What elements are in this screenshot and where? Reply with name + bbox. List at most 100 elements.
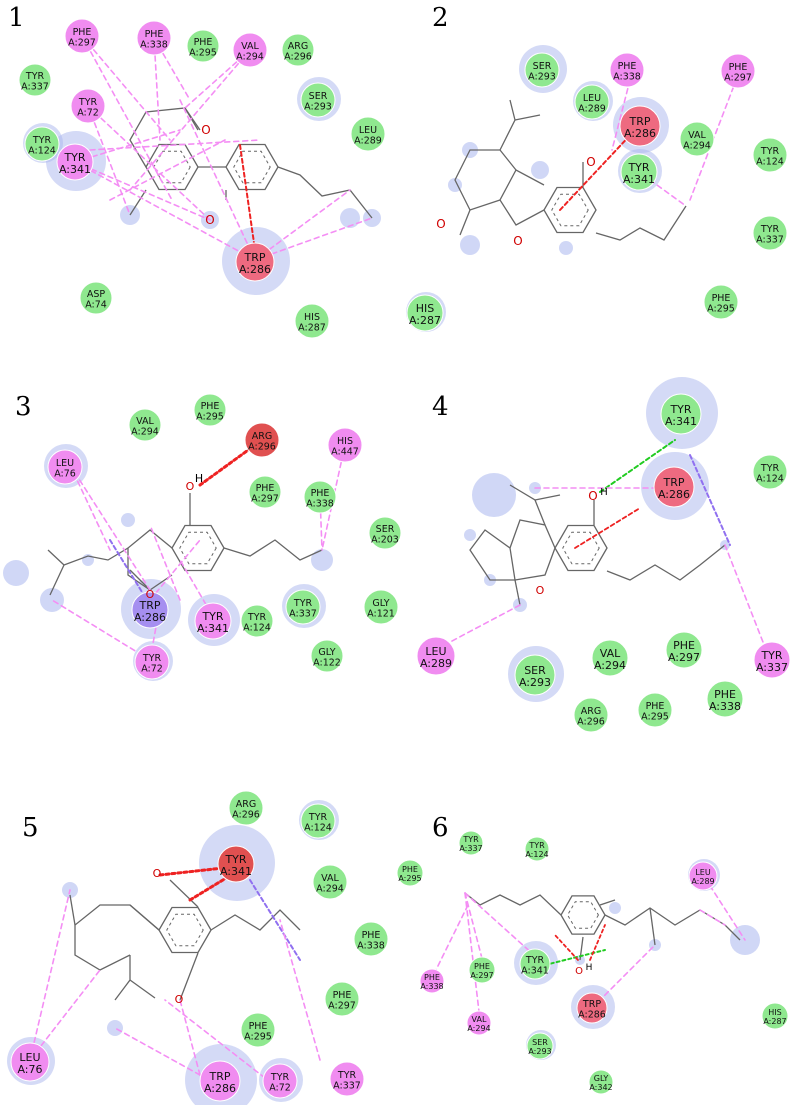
residue-number: A:76 bbox=[17, 1063, 42, 1076]
residue-disc bbox=[294, 303, 330, 339]
residue-name: TRP bbox=[582, 999, 601, 1010]
interaction-line bbox=[431, 904, 469, 979]
residue-number: A:337 bbox=[333, 1081, 361, 1092]
residue-disc bbox=[458, 830, 484, 856]
residue-number: A:337 bbox=[756, 235, 784, 246]
residue-name: TYR bbox=[270, 1072, 290, 1083]
residue-name: TRP bbox=[629, 115, 651, 128]
interaction-line bbox=[179, 99, 256, 261]
residue-name: TYR bbox=[63, 151, 85, 164]
residue-disc bbox=[688, 861, 718, 891]
residue-number: A:338 bbox=[420, 982, 443, 991]
ligand-bond bbox=[459, 209, 471, 236]
residue-number: A:293 bbox=[528, 72, 556, 83]
residue-name: PHE bbox=[618, 61, 637, 72]
oxygen-atom-label: O bbox=[586, 155, 595, 169]
interaction-line bbox=[591, 944, 656, 1009]
ligand-bond bbox=[223, 539, 323, 561]
residue-number: A:286 bbox=[204, 1082, 236, 1095]
residue-number: A:294 bbox=[683, 141, 711, 152]
atom-halo bbox=[311, 549, 333, 571]
residue-name: SER bbox=[376, 524, 395, 535]
residue-disc bbox=[128, 408, 162, 442]
oxygen-atom-label: O bbox=[575, 966, 583, 977]
residue-disc bbox=[703, 284, 739, 320]
residue-number: A:286 bbox=[578, 1010, 606, 1021]
residue-disc bbox=[300, 82, 336, 118]
oxygen-atom-label: O bbox=[201, 123, 210, 137]
residue-disc bbox=[324, 981, 360, 1017]
residue-name: SER bbox=[532, 1038, 548, 1047]
residue-disc bbox=[519, 948, 551, 980]
interaction-line bbox=[29, 969, 101, 1061]
oxygen-atom-label: O bbox=[186, 480, 195, 493]
residue-number: A:341 bbox=[665, 415, 697, 428]
oxygen-atom-label: O bbox=[588, 489, 597, 503]
interaction-line bbox=[239, 144, 256, 251]
residue-number: A:76 bbox=[54, 469, 76, 480]
ligand-bonds bbox=[47, 99, 741, 1001]
ligand-bond bbox=[169, 879, 199, 908]
residue-name: TYR bbox=[142, 653, 162, 664]
residue-name: PHE bbox=[145, 29, 164, 40]
atom-halo bbox=[340, 208, 360, 228]
atom-halo bbox=[107, 1020, 123, 1036]
residue-disc bbox=[248, 475, 282, 509]
residue-number: A:289 bbox=[691, 877, 714, 886]
residue-number: A:447 bbox=[331, 447, 359, 458]
residue-number: A:286 bbox=[658, 488, 690, 501]
interaction-line bbox=[464, 892, 481, 1021]
interaction-line bbox=[179, 999, 201, 1076]
residue-disc bbox=[761, 1002, 789, 1030]
residue-name: PHE bbox=[362, 930, 381, 941]
residue-disc bbox=[514, 654, 556, 696]
interaction-line bbox=[704, 877, 746, 941]
residue-disc bbox=[588, 1069, 614, 1095]
residue-number: A:286 bbox=[624, 127, 656, 140]
residue-disc bbox=[620, 153, 658, 191]
residue-disc bbox=[574, 84, 610, 120]
residue-disc bbox=[752, 137, 788, 173]
ligand-bond bbox=[129, 569, 151, 591]
residue-name: VAL bbox=[241, 41, 259, 52]
ligand-bond bbox=[499, 99, 516, 151]
residue-name: LEU bbox=[56, 458, 74, 469]
residue-name: SER bbox=[533, 61, 552, 72]
interaction-line bbox=[599, 439, 676, 493]
residue-name: TYR bbox=[25, 71, 45, 82]
interaction-line bbox=[74, 161, 211, 221]
residue-number: A:295 bbox=[707, 304, 735, 315]
residue-number: A:293 bbox=[304, 102, 332, 113]
residue-name: TRP bbox=[663, 476, 685, 489]
interaction-line bbox=[434, 604, 521, 651]
residue-disc bbox=[752, 215, 788, 251]
interaction-line bbox=[611, 79, 631, 151]
residue-name: PHE bbox=[673, 639, 695, 652]
residue-disc bbox=[24, 126, 60, 162]
residue-name: VAL bbox=[472, 1015, 487, 1024]
residue-disc bbox=[79, 281, 113, 315]
residue-disc bbox=[368, 516, 402, 550]
hydrogen-atom-label: H bbox=[600, 487, 608, 498]
residue-disc bbox=[300, 803, 336, 839]
